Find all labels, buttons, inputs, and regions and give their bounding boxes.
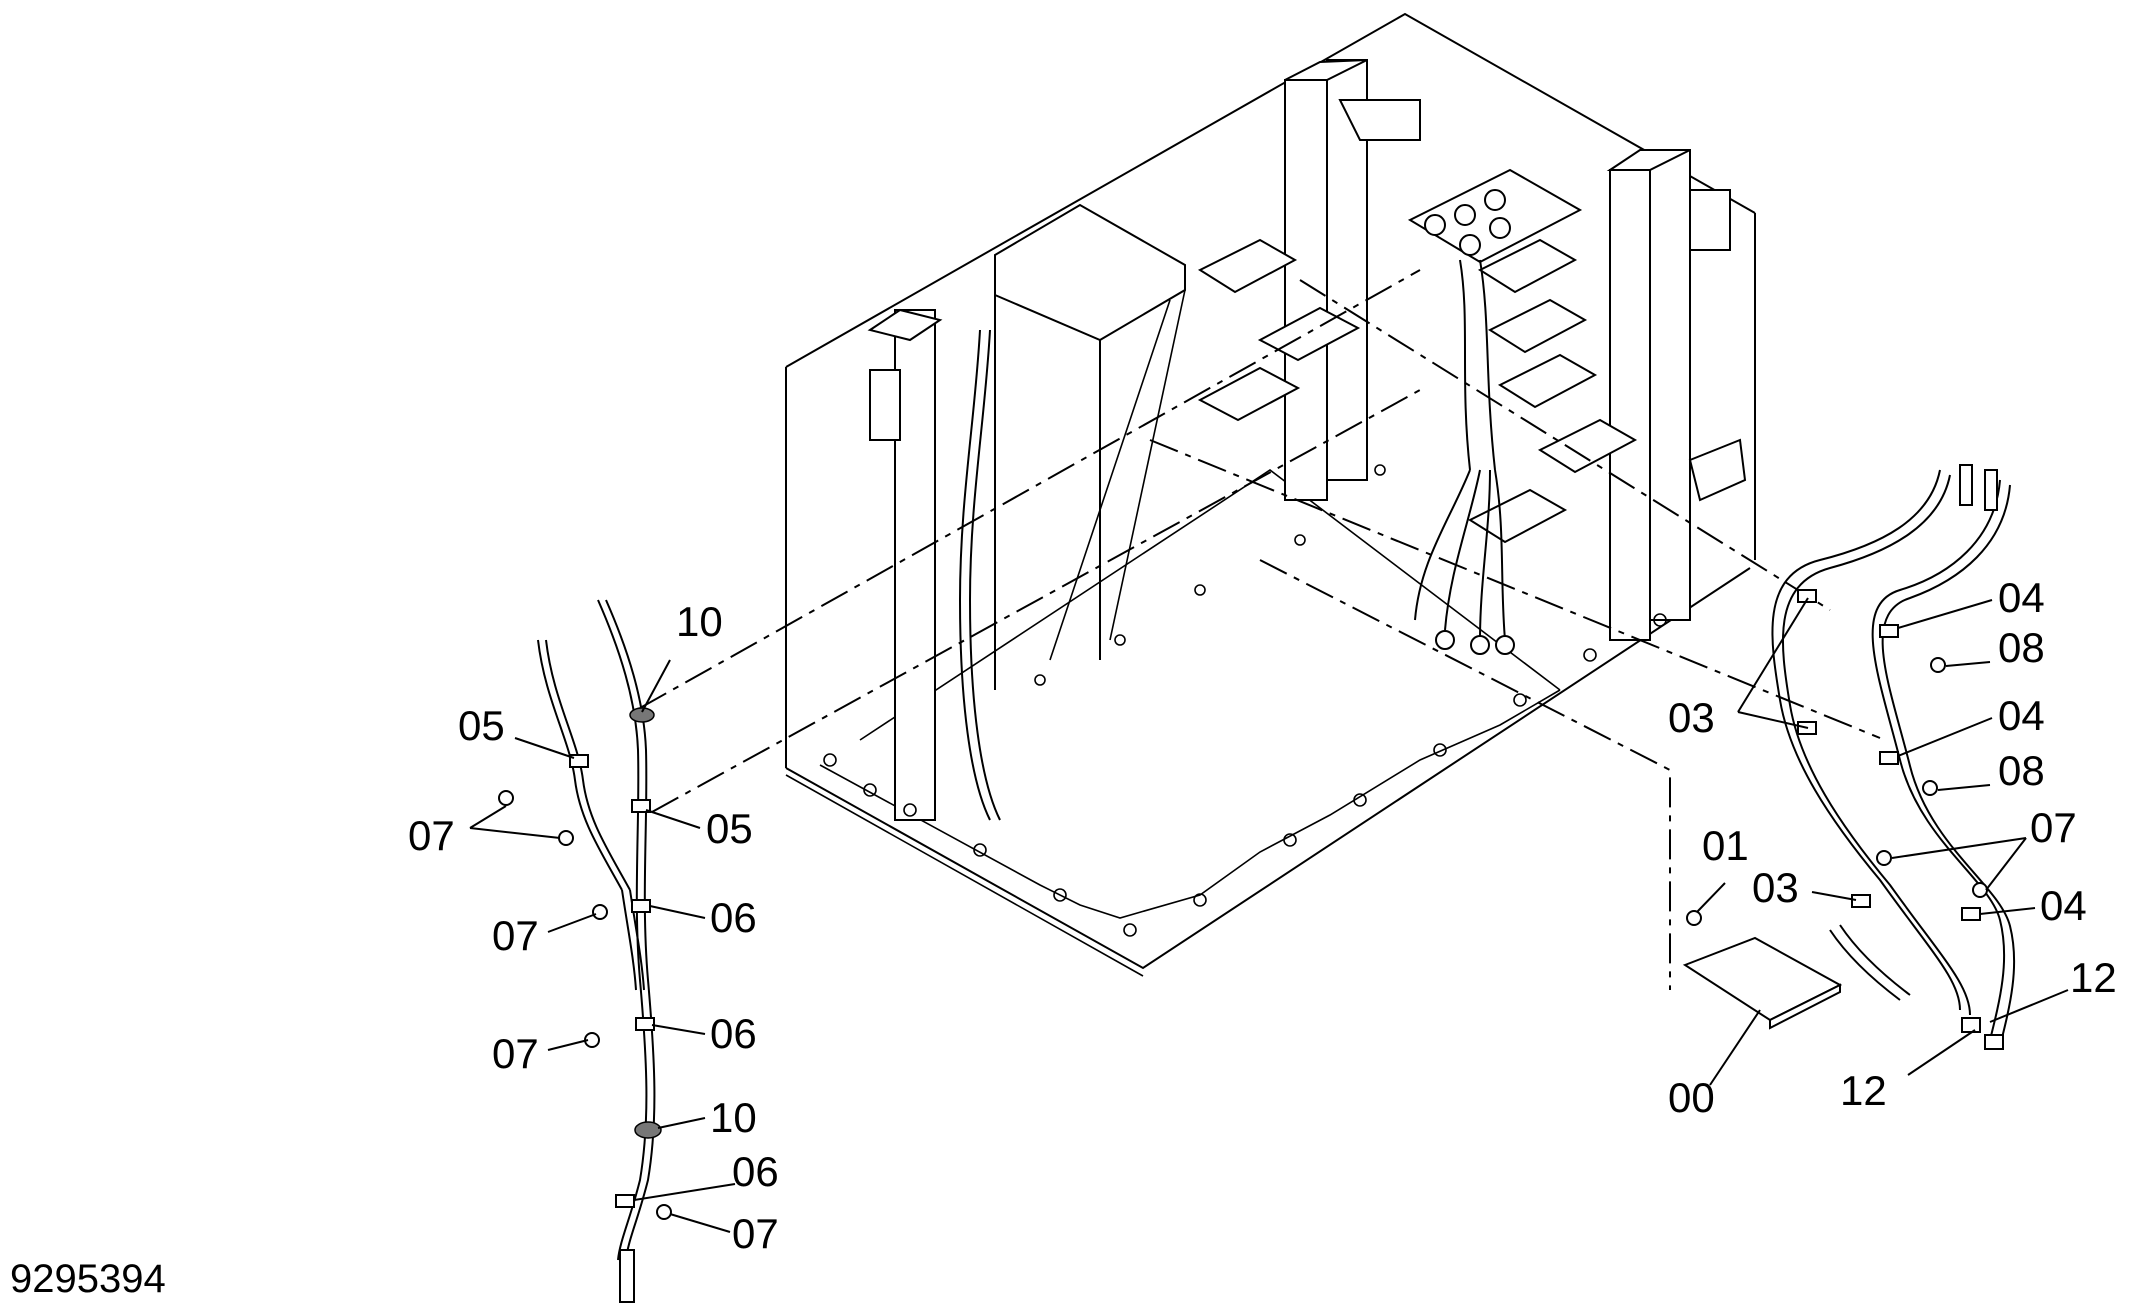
callout-07: 07 [2030,804,2077,851]
callout-05: 05 [458,702,505,749]
callout-04: 04 [1998,574,2045,621]
callout-04: 04 [2040,882,2087,929]
partition-panel [994,203,1186,690]
callout-05: 05 [706,805,753,852]
callout-06: 06 [710,894,757,941]
callout-10: 10 [710,1094,757,1141]
internal-harness [958,259,1515,821]
callout-06: 06 [710,1010,757,1057]
floor-holes [823,464,1667,937]
callout-07: 07 [492,1030,539,1077]
front-post [867,308,943,821]
callout-08: 08 [1998,624,2045,671]
callout-12: 12 [1840,1067,1887,1114]
connector-plate [1407,168,1583,264]
right-harness-assembly [1682,464,2069,1086]
callout-06: 06 [732,1148,779,1195]
callout-07: 07 [492,912,539,959]
callout-07: 07 [408,812,455,859]
frame-box [785,12,1756,977]
callout-03: 03 [1752,864,1799,911]
callout-03: 03 [1668,694,1715,741]
callout-01: 01 [1702,822,1749,869]
mounting-brackets [1197,238,1747,544]
callout-04: 04 [1998,692,2045,739]
callout-12: 12 [2070,954,2117,1001]
callout-10: 10 [676,598,723,645]
callout-08: 08 [1998,747,2045,794]
assembly-leader-lines [639,269,1881,990]
rear-post-right [1606,149,1731,641]
drawing-number: 9295394 [10,1257,166,1301]
rear-post-left [1284,59,1421,501]
callout-labels: 10 05 07 05 07 06 07 06 10 06 07 04 08 0… [10,574,2117,1301]
callout-07: 07 [732,1210,779,1257]
callout-00: 00 [1668,1074,1715,1121]
left-harness-assembly [469,599,736,1303]
